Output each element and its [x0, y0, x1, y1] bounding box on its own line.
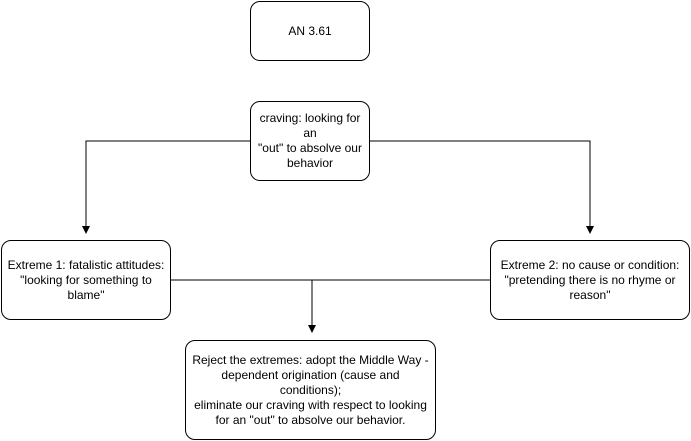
node-extreme2-text: Extreme 2: no cause or condition: "prete…	[500, 257, 680, 302]
node-extreme1: Extreme 1: fatalistic attitudes: "lookin…	[1, 240, 171, 320]
node-title-text: AN 3.61	[288, 23, 332, 38]
edge-craving-to-extreme1	[82, 140, 250, 234]
node-craving-text: craving: looking for an "out" to absolve…	[258, 111, 362, 170]
node-middle-way-text: Reject the extremes: adopt the Middle Wa…	[192, 352, 429, 427]
edge-craving-to-extreme2	[370, 140, 594, 234]
node-extreme1-text: Extreme 1: fatalistic attitudes: "lookin…	[7, 257, 165, 302]
node-craving: craving: looking for an "out" to absolve…	[250, 101, 370, 181]
node-extreme2: Extreme 2: no cause or condition: "prete…	[490, 240, 690, 320]
node-title: AN 3.61	[250, 1, 370, 61]
node-middle-way: Reject the extremes: adopt the Middle Wa…	[185, 340, 436, 440]
